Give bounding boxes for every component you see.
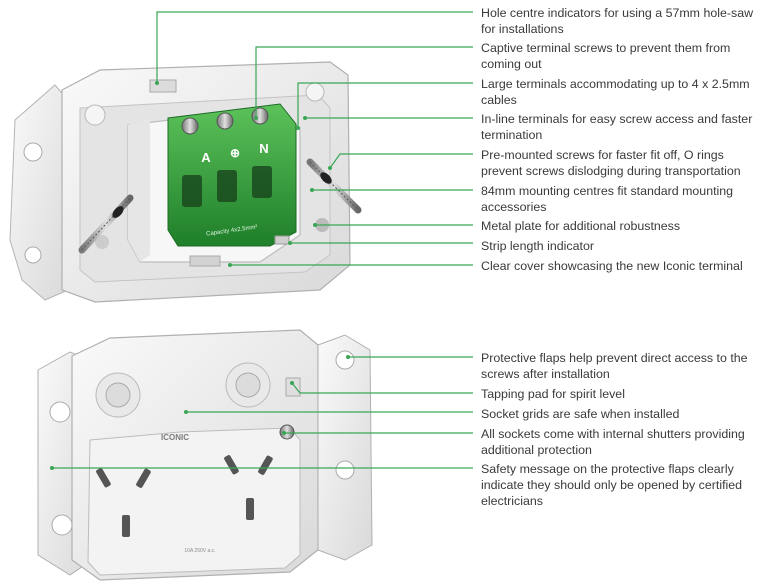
callout-in-line-terminals: In-line terminals for easy screw access … xyxy=(481,112,753,142)
bottom-right-protective-flap xyxy=(317,334,373,561)
callout-strip-length-indicator: Strip length indicator xyxy=(481,239,594,253)
top-right-mounting-screw xyxy=(306,158,362,214)
callout-pre-mounted-screws: Pre-mounted screws for faster fit off, O… xyxy=(481,148,741,178)
leader-line-bottom-2 xyxy=(291,382,473,394)
left-power-outlet xyxy=(96,468,151,537)
callout-captive-terminal-screws: Captive terminal screws to prevent them … xyxy=(481,41,731,71)
brand-text: ICONIC xyxy=(161,433,189,442)
callout-safety-message: Safety message on the protective flaps c… xyxy=(481,462,743,508)
callout-large-terminals: Large terminals accommodating up to 4 x … xyxy=(481,77,750,107)
top-left-mounting-screw xyxy=(78,194,134,254)
socket-face xyxy=(87,427,301,576)
leader-line-endpoints xyxy=(50,81,350,470)
leader-line-top-3 xyxy=(297,82,473,128)
callout-protective-flaps: Protective flaps help prevent direct acc… xyxy=(481,351,748,381)
terminal-letter-earth: ⊕ xyxy=(230,146,240,160)
callout-socket-grids: Socket grids are safe when installed xyxy=(481,407,680,421)
terminal-letter-n: N xyxy=(259,141,268,156)
top-left-mounting-tab xyxy=(9,84,69,301)
callout-metal-plate: Metal plate for additional robustness xyxy=(481,219,681,233)
right-power-outlet xyxy=(224,455,273,520)
leader-line-top-5 xyxy=(329,153,473,169)
top-mechanism-image: A ⊕ N Capacity 4x2.5mm² xyxy=(9,61,362,303)
leader-line-top-2 xyxy=(255,46,473,118)
callout-internal-shutters: All sockets come with internal shutters … xyxy=(481,427,745,457)
bottom-socket-image: ICONIC 10A 250V a.c. xyxy=(37,329,373,581)
leader-line-top-1 xyxy=(156,11,473,83)
callout-hole-centre-indicators: Hole centre indicators for using a 57mm … xyxy=(481,6,754,36)
callout-tapping-pad: Tapping pad for spirit level xyxy=(481,387,625,401)
rating-text: 10A 250V a.c. xyxy=(184,548,215,554)
callout-clear-cover: Clear cover showcasing the new Iconic te… xyxy=(481,259,743,273)
terminal-letter-a: A xyxy=(201,150,211,165)
callout-leader-lines xyxy=(52,11,473,469)
callout-mounting-centres: 84mm mounting centres fit standard mount… xyxy=(481,184,734,214)
